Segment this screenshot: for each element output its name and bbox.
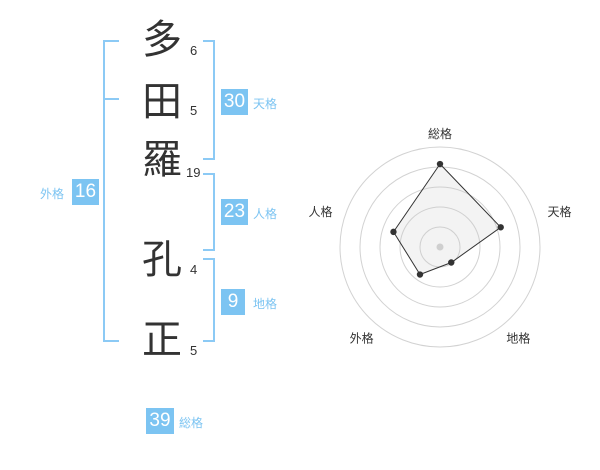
radar-point-1	[436, 160, 444, 168]
stroke-count-1: 6	[190, 43, 198, 58]
radar-point-5	[390, 228, 397, 236]
name-char-5: 正	[142, 317, 182, 363]
stroke-count-2: 5	[190, 103, 198, 118]
chikaku-bracket	[203, 258, 215, 342]
radar-point-3	[448, 259, 455, 266]
soukaku-label: 総格	[179, 416, 204, 430]
gaikaku-badge: 16	[72, 179, 99, 205]
tenkaku-badge: 30	[221, 89, 248, 115]
name-char-3: 羅	[142, 137, 182, 183]
radar-point-4	[416, 271, 424, 278]
radar-axis-label-1: 総格	[428, 126, 452, 141]
radar-point-2	[497, 224, 504, 231]
radar-grid-ring-2	[399, 206, 481, 288]
tenkaku-label: 天格	[253, 97, 278, 111]
chikaku-badge: 9	[221, 289, 245, 315]
gaikaku-bracket	[103, 40, 119, 342]
radar-axis-label-3: 地格	[506, 330, 530, 345]
radar-axis-label-4: 外格	[350, 330, 374, 345]
name-char-2: 田	[142, 79, 182, 125]
stroke-count-5: 5	[190, 343, 198, 358]
radar-center-dot	[436, 243, 444, 251]
name-char-1: 多	[142, 17, 182, 63]
radar-axis-label-2: 天格	[548, 204, 572, 219]
stroke-count-3: 19	[186, 165, 201, 180]
gaikaku-label: 外格	[40, 187, 65, 201]
name-char-4: 孔	[142, 237, 182, 283]
gaikaku-bracket-tick	[103, 98, 119, 100]
radar-axis-label-5: 人格	[308, 204, 332, 219]
jinkaku-badge: 23	[221, 199, 248, 225]
jinkaku-label: 人格	[253, 207, 278, 221]
radar-grid-ring-3	[379, 186, 501, 308]
soukaku-badge: 39	[146, 408, 174, 434]
stroke-count-4: 4	[190, 262, 198, 277]
tenkaku-bracket	[203, 40, 215, 160]
jinkaku-bracket	[203, 173, 215, 251]
radar-grid-ring-5	[339, 146, 541, 348]
chikaku-label: 地格	[253, 297, 278, 311]
radar-polygon	[392, 163, 502, 276]
